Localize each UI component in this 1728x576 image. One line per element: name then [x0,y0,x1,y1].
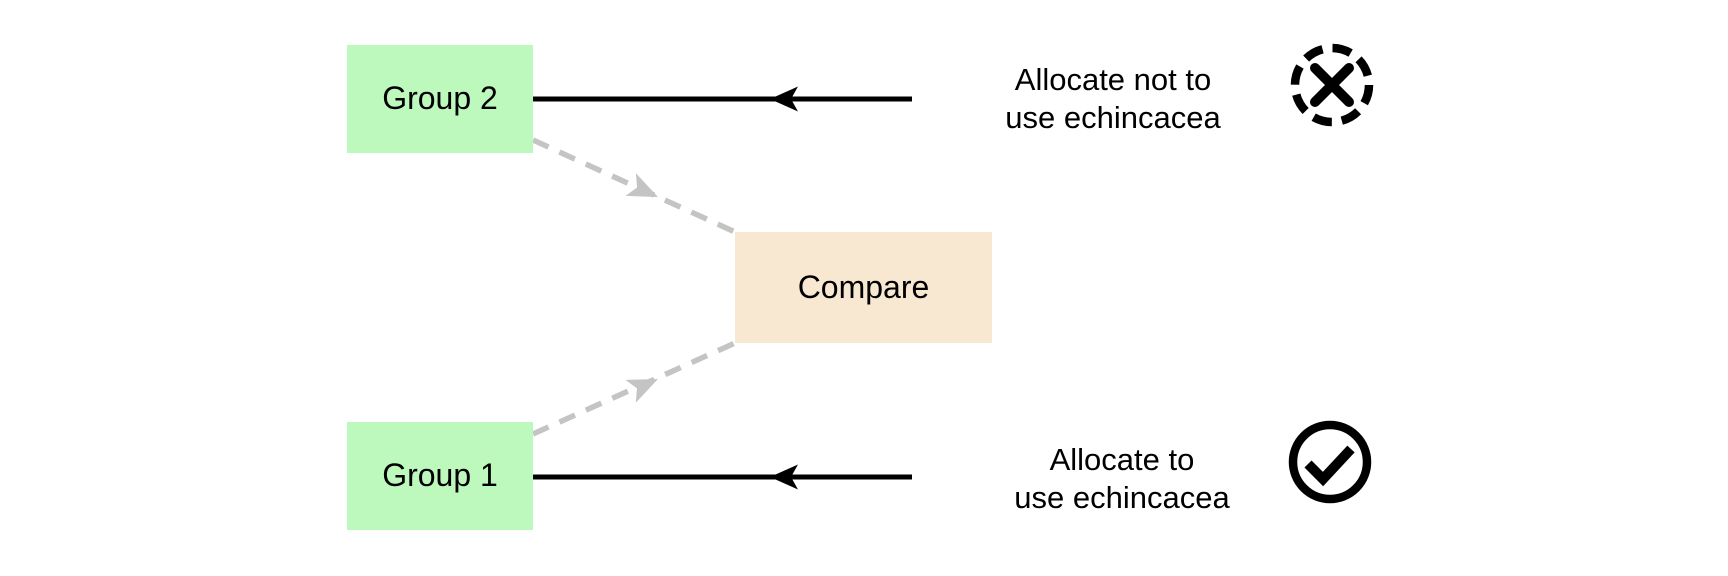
cross-circle-dashed-icon [1290,43,1374,127]
check-mark [1304,445,1355,487]
connector-group2-compare [531,137,737,235]
cross-mark [1310,63,1354,107]
arrow-top-left-arrowhead-icon [770,86,798,112]
annotation-use-line-1: Allocate to [1049,442,1195,477]
node-group-1-label: Group 1 [382,457,498,494]
node-compare-label: Compare [797,268,930,305]
connector-group1-compare [531,340,737,437]
check-circle-icon [1288,420,1372,504]
connector-group2-arrowhead-icon [625,173,658,197]
circle-outline [1288,420,1372,504]
node-group-1: Group 1 [347,422,533,530]
connector-group1-arrowhead-icon [625,379,658,403]
node-compare: Compare [735,232,992,343]
arrow-bottom-left-arrowhead-icon [770,464,798,490]
annotation-not-use-line-2: use echincacea [1005,99,1221,135]
annotation-not-use-line-1: Allocate not to [1014,62,1212,97]
annotation-use-line-2: use echincacea [1014,479,1230,515]
node-group-2-label: Group 2 [382,80,498,117]
node-group-2: Group 2 [347,45,533,153]
annotation-allocate-to-use: Allocate to use echincacea [957,441,1287,516]
dashed-circle-outline [1290,43,1374,127]
annotation-allocate-not-to-use: Allocate not to use echincacea [948,61,1278,136]
